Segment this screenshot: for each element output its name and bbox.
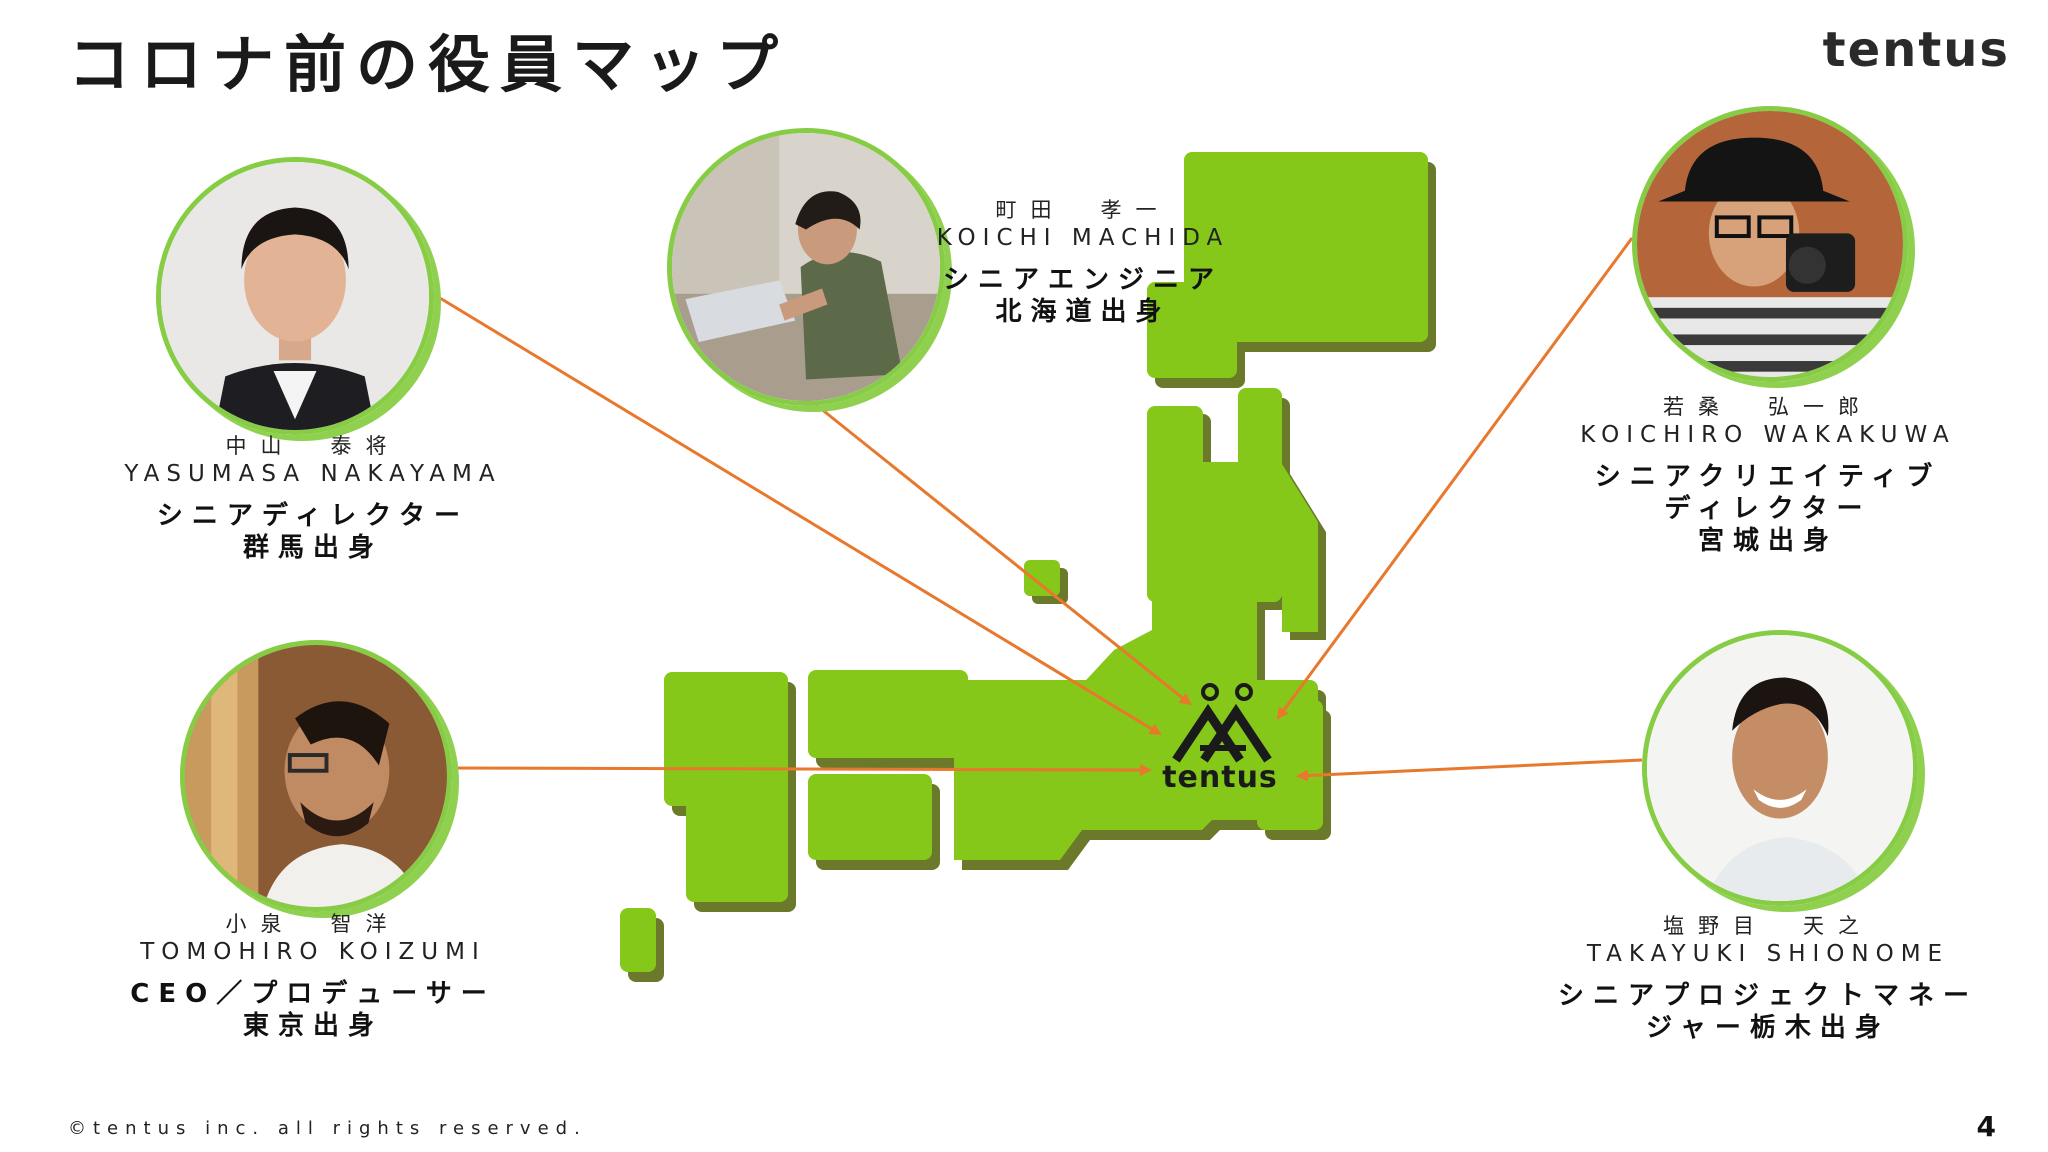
person-origin-2: 宮城出身 [1697, 526, 1838, 556]
arrow-wakakuwa [1276, 237, 1634, 720]
person-en-name: TAKAYUKI SHIONOME [1586, 941, 1950, 967]
person-jp-name: 中山 泰将 [225, 434, 401, 458]
person-origin: ディレクター [1664, 494, 1872, 524]
person-en-name: TOMOHIRO KOIZUMI [140, 939, 486, 965]
person-role: CEO／プロデューサー [130, 979, 496, 1009]
person-koizumi: 小泉 智洋 TOMOHIRO KOIZUMI CEO／プロデューサー 東京出身 [83, 910, 543, 1042]
person-role: シニアプロジェクトマネー [1557, 981, 1978, 1011]
brand-logo: tentus [1822, 22, 2010, 78]
person-jp-name: 塩野目 天之 [1663, 914, 1873, 938]
avatar-shionome [1642, 630, 1918, 906]
arrow-koizumi [447, 763, 1152, 776]
avatar-koizumi [180, 640, 452, 912]
arrows [429, 237, 1643, 782]
person-role: シニアディレクター [156, 501, 470, 531]
person-jp-name: 町田 孝一 [995, 198, 1171, 222]
center-logo-label: tentus [1162, 760, 1278, 795]
page-title: コロナ前の役員マップ [68, 28, 789, 101]
person-nakayama: 中山 泰将 YASUMASA NAKAYAMA シニアディレクター 群馬出身 [83, 432, 543, 564]
person-jp-name: 小泉 智洋 [225, 912, 401, 936]
person-wakakuwa: 若桑 弘一郎 KOICHIRO WAKAKUWA シニアクリエイティブ ディレク… [1538, 393, 1998, 557]
person-en-name: KOICHI MACHIDA [936, 225, 1230, 251]
person-origin: 群馬出身 [242, 533, 383, 563]
page-number: 4 [1976, 1110, 1996, 1143]
avatar-wakakuwa [1632, 106, 1908, 382]
person-role: シニアエンジニア [942, 265, 1223, 295]
avatar-nakayama [156, 157, 434, 435]
person-en-name: KOICHIRO WAKAKUWA [1580, 422, 1956, 448]
arrow-shionome [1296, 758, 1643, 782]
person-en-name: YASUMASA NAKAYAMA [124, 461, 502, 487]
person-jp-name: 若桑 弘一郎 [1663, 395, 1873, 419]
person-machida: 町田 孝一 KOICHI MACHIDA シニアエンジニア 北海道出身 [853, 196, 1313, 328]
person-origin: ジャー栃木出身 [1646, 1013, 1890, 1043]
arrow-nakayama [429, 290, 1162, 736]
map-land [620, 152, 1428, 972]
person-role: シニアクリエイティブ [1594, 462, 1942, 492]
copyright: ©tentus inc. all rights reserved. [68, 1118, 587, 1139]
arrow-machida [804, 394, 1192, 706]
tentus-mountains-icon [1172, 703, 1272, 763]
person-origin: 東京出身 [242, 1011, 383, 1041]
person-shionome: 塩野目 天之 TAKAYUKI SHIONOME シニアプロジェクトマネー ジャ… [1538, 912, 1998, 1044]
person-origin: 北海道出身 [995, 297, 1171, 327]
